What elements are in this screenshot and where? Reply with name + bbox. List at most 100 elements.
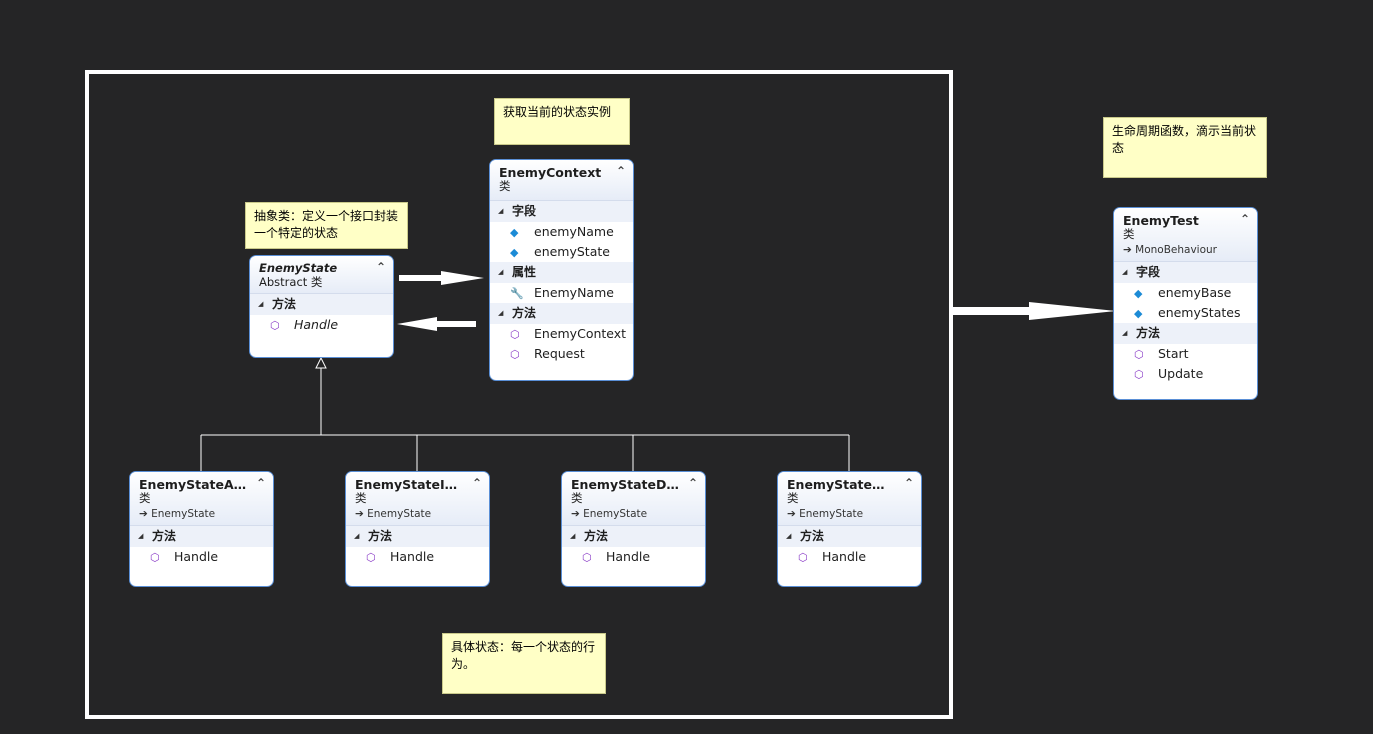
- note-concrete-text: 具体状态：每一个状态的行为。: [451, 640, 596, 671]
- method-icon: ⬡: [270, 319, 280, 332]
- collapse-icon[interactable]: ⌃: [687, 476, 698, 490]
- field-icon: ◆: [1134, 307, 1143, 320]
- member-method[interactable]: ⬡ Start: [1114, 344, 1257, 364]
- arrow-context-to-state-head: [397, 317, 437, 331]
- arrow-state-to-context-head: [441, 271, 484, 285]
- collapse-icon[interactable]: ⌃: [471, 476, 482, 490]
- member-field[interactable]: ◆enemyState: [490, 242, 633, 262]
- note-test-text: 生命周期函数，滴示当前状态: [1112, 124, 1257, 155]
- class-enemy-test[interactable]: EnemyTest 类 ➔ MonoBehaviour ⌃ ◢字段 ◆ enemy…: [1113, 207, 1258, 400]
- class-header: EnemyStateAtt... 类 ➔ EnemyState ⌃: [130, 472, 273, 526]
- member-field[interactable]: ◆ enemyBase: [1114, 283, 1257, 303]
- note-context-text: 获取当前的状态实例: [503, 105, 612, 119]
- section-properties[interactable]: ◢ 属性: [490, 262, 633, 283]
- member-field[interactable]: ◆enemyName: [490, 222, 633, 242]
- member-field[interactable]: ◆ enemyStates: [1114, 303, 1257, 323]
- arrow-test-to-context-head: [1029, 302, 1116, 320]
- section-fields[interactable]: ◢ 字段: [490, 201, 633, 222]
- class-kind: 类: [1123, 227, 1135, 241]
- private-field-icon: ◆: [1134, 287, 1143, 300]
- member-method[interactable]: ⬡Handle: [562, 547, 705, 567]
- class-name: EnemyStateIdle: [355, 477, 467, 492]
- note-test: 生命周期函数，滴示当前状态: [1103, 117, 1267, 178]
- expand-triangle-icon: ◢: [498, 268, 504, 276]
- collapse-icon[interactable]: ⌃: [255, 476, 266, 490]
- section-label: 字段: [512, 204, 537, 218]
- member-method[interactable]: ⬡EnemyContext: [490, 324, 633, 344]
- class-name: EnemyContext: [499, 165, 602, 180]
- expand-triangle-icon: ◢: [498, 207, 504, 215]
- base-class: ➔ EnemyState: [787, 507, 912, 521]
- section-methods[interactable]: ◢方法: [778, 526, 921, 547]
- base-class-name: EnemyState: [151, 508, 216, 520]
- method-icon: ⬡: [150, 551, 160, 564]
- base-class-name: MonoBehaviour: [1135, 244, 1217, 256]
- class-enemy-state-idle[interactable]: EnemyStateIdle 类 ➔ EnemyState ⌃ ◢方法 ⬡Han…: [345, 471, 490, 587]
- arrow-context-to-state-shaft: [437, 321, 476, 327]
- method-icon: ⬡: [510, 328, 520, 341]
- section-fields[interactable]: ◢字段: [1114, 262, 1257, 283]
- section-methods[interactable]: ◢ 方法: [562, 526, 705, 547]
- base-class-name: EnemyState: [799, 508, 864, 520]
- inherit-arrow-icon: ➔: [139, 508, 152, 520]
- member-name: Start: [1158, 346, 1189, 361]
- section-methods[interactable]: ◢方法: [250, 294, 393, 315]
- member-name: enemyBase: [1158, 285, 1232, 300]
- private-method-icon: ⬡: [1134, 348, 1144, 361]
- method-icon: ⬡: [510, 348, 520, 361]
- class-name: EnemyStateAtt...: [139, 477, 260, 492]
- collapse-icon[interactable]: ⌃: [375, 260, 386, 274]
- wrench-icon: 🔧: [510, 287, 524, 300]
- section-methods[interactable]: ◢方法: [346, 526, 489, 547]
- base-class: ➔ EnemyState: [139, 507, 264, 521]
- inherit-arrow-icon: ➔: [355, 508, 368, 520]
- member-method[interactable]: ⬡Handle: [130, 547, 273, 567]
- class-enemy-state[interactable]: EnemyState Abstract 类 ⌃ ◢方法 ⬡Handle: [249, 255, 394, 358]
- section-label: 方法: [512, 306, 537, 320]
- member-method[interactable]: ⬡Request: [490, 344, 633, 364]
- expand-triangle-icon: ◢: [570, 532, 576, 540]
- section-label: 属性: [512, 265, 537, 279]
- class-name: EnemyState: [259, 261, 338, 275]
- class-kind: 类: [139, 491, 151, 505]
- member-name: enemyStates: [1158, 305, 1241, 320]
- collapse-icon[interactable]: ⌃: [903, 476, 914, 490]
- member-method[interactable]: ⬡Handle: [250, 315, 393, 335]
- class-enemy-state-walk[interactable]: EnemyStateWalk 类 ➔ EnemyState ⌃ ◢方法 ⬡Han…: [777, 471, 922, 587]
- class-header: EnemyContext 类 ⌃: [490, 160, 633, 201]
- class-enemy-state-dead[interactable]: EnemyStateDe... 类 ➔ EnemyState ⌃ ◢ 方法 ⬡Ha…: [561, 471, 706, 587]
- class-enemy-state-attack[interactable]: EnemyStateAtt... 类 ➔ EnemyState ⌃ ◢方法 ⬡H…: [129, 471, 274, 587]
- class-name: EnemyStateDe...: [571, 477, 690, 492]
- class-kind: 类: [787, 491, 799, 505]
- section-label: 方法: [152, 529, 177, 543]
- base-class-name: EnemyState: [583, 508, 648, 520]
- private-method-icon: ⬡: [1134, 368, 1144, 381]
- member-method[interactable]: ⬡Handle: [346, 547, 489, 567]
- inherit-arrow-icon: ➔: [787, 508, 800, 520]
- private-field-icon: ◆: [510, 226, 519, 239]
- inherit-arrow-icon: ➔: [571, 508, 584, 520]
- section-label: 方法: [584, 529, 609, 543]
- class-enemy-context[interactable]: EnemyContext 类 ⌃ ◢ 字段 ◆enemyName ◆enemySt…: [489, 159, 634, 381]
- section-methods[interactable]: ◢方法: [130, 526, 273, 547]
- member-method[interactable]: ⬡Handle: [778, 547, 921, 567]
- class-header: EnemyStateDe... 类 ➔ EnemyState ⌃: [562, 472, 705, 526]
- section-methods[interactable]: ◢ 方法: [490, 303, 633, 324]
- section-label: 字段: [1136, 265, 1161, 279]
- method-icon: ⬡: [798, 551, 808, 564]
- base-class: ➔ EnemyState: [571, 507, 696, 521]
- diagram-frame: [85, 70, 953, 719]
- class-header: EnemyTest 类 ➔ MonoBehaviour ⌃: [1114, 208, 1257, 262]
- member-property[interactable]: 🔧EnemyName: [490, 283, 633, 303]
- method-icon: ⬡: [366, 551, 376, 564]
- member-method[interactable]: ⬡Update: [1114, 364, 1257, 384]
- section-methods[interactable]: ◢方法: [1114, 323, 1257, 344]
- expand-triangle-icon: ◢: [354, 532, 360, 540]
- note-concrete: 具体状态：每一个状态的行为。: [442, 633, 606, 694]
- collapse-icon[interactable]: ⌃: [615, 164, 626, 178]
- expand-triangle-icon: ◢: [498, 309, 504, 317]
- collapse-icon[interactable]: ⌃: [1239, 212, 1250, 226]
- note-abstract-text: 抽象类：定义一个接口封装一个特定的状态: [254, 209, 399, 240]
- class-kind: 类: [499, 179, 511, 193]
- arrow-state-to-context-shaft: [399, 275, 441, 281]
